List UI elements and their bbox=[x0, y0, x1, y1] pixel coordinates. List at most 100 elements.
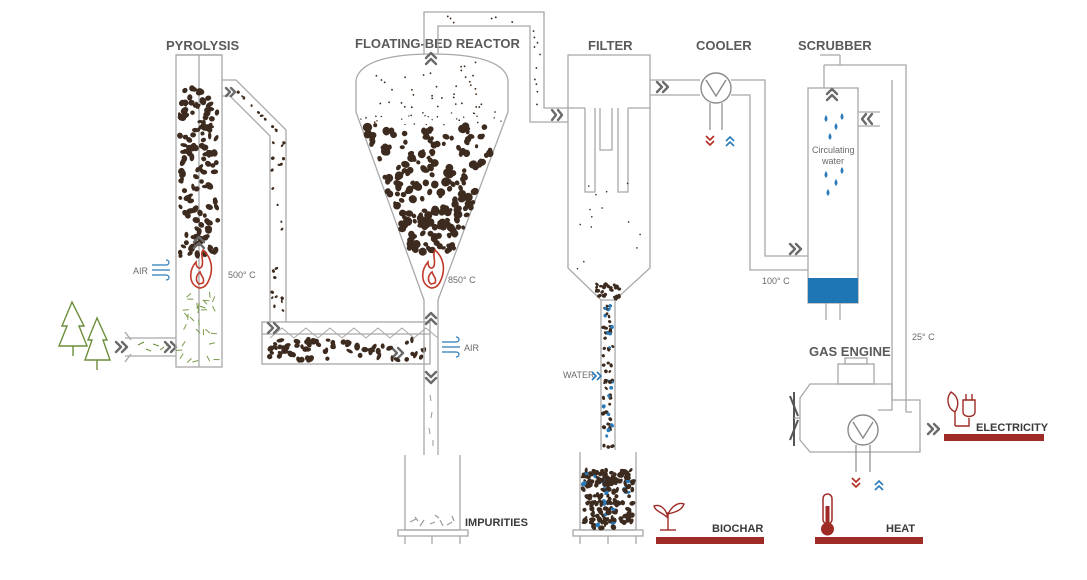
particle bbox=[452, 21, 455, 24]
impurities-label: IMPURITIES bbox=[465, 517, 528, 529]
particle bbox=[396, 164, 401, 171]
particle bbox=[214, 109, 220, 116]
water-drop bbox=[834, 179, 838, 186]
particle bbox=[273, 276, 277, 280]
wood-chip bbox=[199, 305, 206, 309]
particle bbox=[186, 137, 193, 143]
particle bbox=[580, 481, 587, 487]
particle bbox=[602, 516, 608, 521]
particle bbox=[431, 94, 434, 97]
wood-chip bbox=[205, 328, 211, 334]
water-drop bbox=[840, 167, 844, 174]
particle bbox=[627, 221, 630, 223]
particle bbox=[273, 304, 276, 309]
particle bbox=[198, 142, 206, 149]
particle bbox=[608, 500, 614, 506]
particle bbox=[202, 213, 207, 218]
particle bbox=[205, 219, 213, 226]
particle bbox=[536, 103, 538, 106]
particle bbox=[401, 160, 410, 168]
particle bbox=[325, 338, 331, 342]
water-drop bbox=[834, 123, 838, 130]
particle bbox=[430, 180, 439, 189]
particle bbox=[532, 30, 535, 32]
particle bbox=[190, 235, 196, 240]
particle bbox=[490, 17, 493, 20]
particle bbox=[449, 226, 457, 234]
plant-sprout-icon bbox=[653, 502, 685, 531]
particle bbox=[595, 282, 599, 287]
particle bbox=[360, 118, 362, 120]
particle bbox=[196, 127, 201, 132]
flame-icon bbox=[189, 248, 213, 289]
particle bbox=[180, 143, 188, 148]
particle bbox=[331, 344, 336, 350]
particle bbox=[611, 479, 616, 485]
particle bbox=[267, 353, 273, 360]
particle bbox=[429, 172, 435, 178]
particle bbox=[425, 123, 428, 126]
top-pipe-gas-dots bbox=[446, 15, 542, 106]
particle bbox=[205, 204, 213, 210]
particle bbox=[463, 65, 466, 68]
particle bbox=[601, 207, 603, 209]
particle bbox=[305, 336, 311, 344]
particle bbox=[607, 316, 611, 319]
particle bbox=[431, 97, 434, 100]
wood-chip bbox=[210, 332, 217, 335]
particle bbox=[609, 286, 613, 290]
particle bbox=[470, 187, 479, 196]
particle bbox=[427, 128, 433, 134]
particle bbox=[200, 169, 208, 175]
particle bbox=[276, 338, 285, 343]
particle bbox=[625, 483, 632, 490]
particle bbox=[422, 179, 430, 187]
particle bbox=[189, 85, 195, 92]
particle bbox=[610, 423, 614, 428]
particle bbox=[477, 158, 487, 167]
thermometer-icon bbox=[821, 493, 834, 536]
particle bbox=[271, 125, 275, 129]
particle bbox=[407, 236, 415, 243]
particle bbox=[369, 136, 375, 143]
conveyor-char-particles bbox=[267, 336, 427, 363]
particle bbox=[602, 481, 608, 487]
particle bbox=[458, 184, 463, 192]
particle bbox=[402, 210, 408, 215]
screw-conveyor bbox=[261, 321, 439, 365]
particle bbox=[375, 115, 377, 118]
particle bbox=[375, 74, 378, 77]
particle bbox=[387, 144, 392, 150]
particle bbox=[595, 193, 597, 196]
particle bbox=[340, 339, 347, 345]
particle bbox=[605, 486, 612, 492]
particle bbox=[603, 381, 606, 385]
filter-vessel bbox=[567, 54, 651, 301]
particle bbox=[606, 445, 611, 449]
particle bbox=[609, 470, 614, 475]
particle bbox=[608, 332, 612, 336]
particle bbox=[178, 204, 183, 210]
water-drop bbox=[824, 115, 828, 122]
particle bbox=[280, 227, 284, 231]
particle bbox=[260, 114, 263, 117]
particle bbox=[463, 192, 473, 202]
filter-to-cooler-pipe bbox=[650, 79, 700, 96]
particle bbox=[436, 105, 439, 108]
particle bbox=[287, 350, 294, 358]
particle bbox=[363, 130, 373, 139]
particle bbox=[603, 336, 607, 340]
particle bbox=[452, 96, 455, 99]
particle bbox=[213, 160, 219, 166]
particle bbox=[536, 41, 539, 44]
particle bbox=[405, 185, 414, 194]
particle bbox=[608, 304, 612, 308]
particle bbox=[464, 136, 472, 143]
particle bbox=[595, 522, 601, 528]
particle bbox=[410, 88, 413, 91]
particle bbox=[588, 185, 590, 187]
particle bbox=[436, 243, 443, 250]
particle bbox=[201, 119, 206, 125]
particle bbox=[447, 234, 452, 239]
particle bbox=[582, 260, 585, 263]
